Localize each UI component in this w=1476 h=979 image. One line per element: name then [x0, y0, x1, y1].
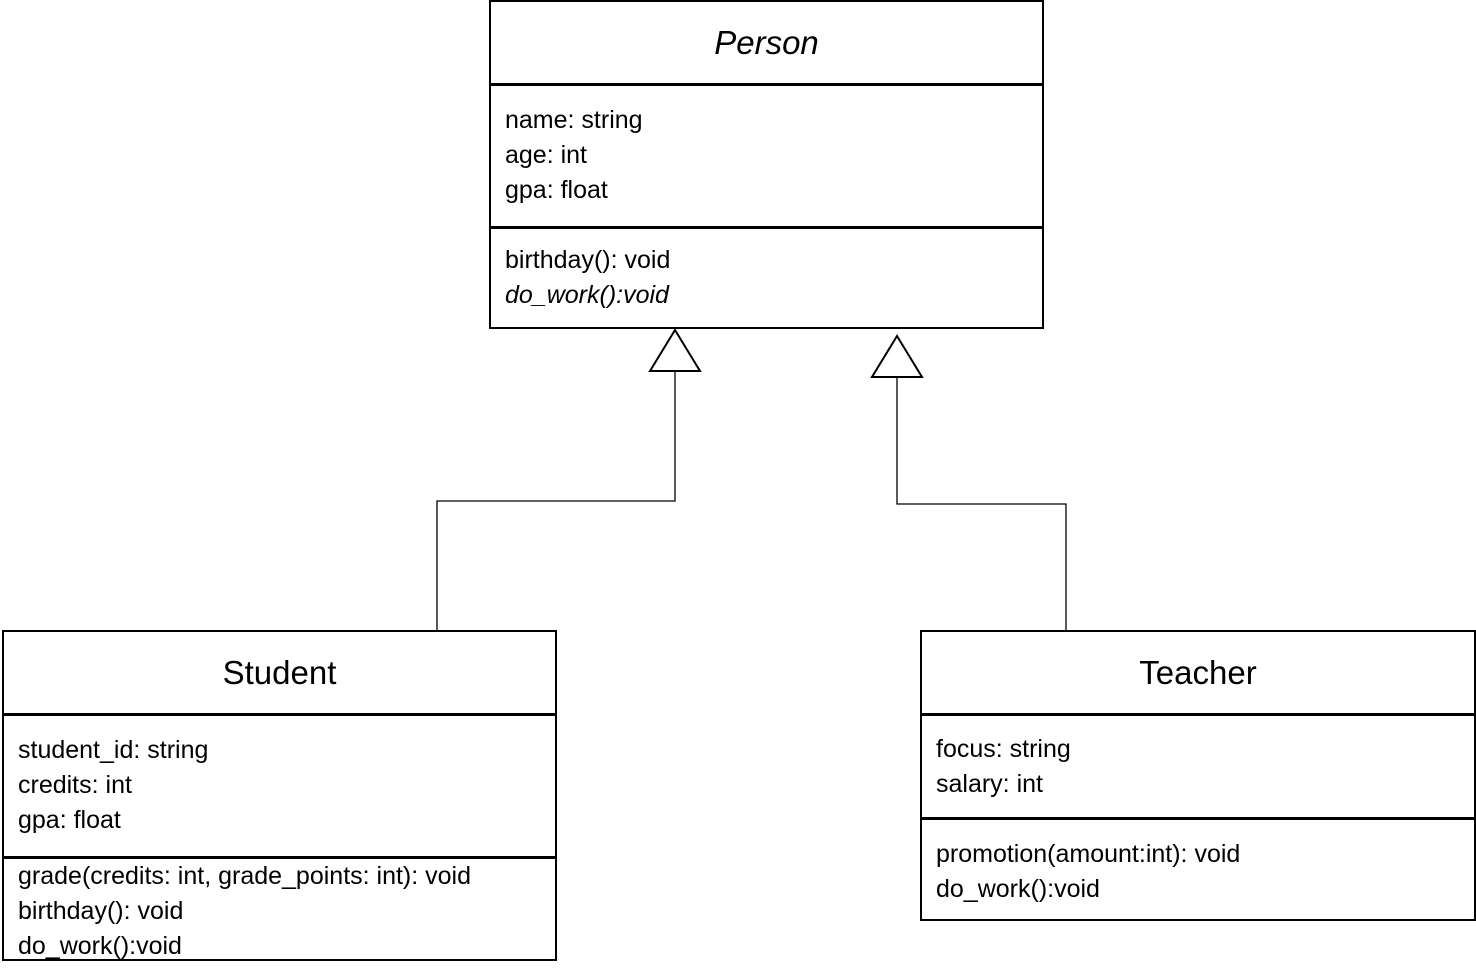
- method: grade(credits: int, grade_points: int): …: [18, 862, 472, 890]
- methods-section: grade(credits: int, grade_points: int): …: [4, 859, 555, 964]
- teacher-generalization-arrowhead: [870, 334, 924, 378]
- attributes-section: focus: string salary: int: [922, 716, 1474, 820]
- attribute: gpa: float: [505, 176, 608, 204]
- method: birthday(): void: [505, 246, 671, 274]
- attribute: student_id: string: [18, 736, 209, 764]
- method: do_work():void: [936, 875, 1100, 903]
- attribute: name: string: [505, 106, 643, 134]
- class-student[interactable]: Student student_id: string credits: int …: [2, 630, 557, 961]
- attributes-section: student_id: string credits: int gpa: flo…: [4, 716, 555, 859]
- attribute: credits: int: [18, 771, 132, 799]
- methods-section: birthday(): void do_work():void: [491, 229, 1042, 313]
- class-name: Person: [491, 2, 1042, 86]
- attribute: gpa: float: [18, 806, 121, 834]
- method: birthday(): void: [18, 897, 184, 925]
- attribute: salary: int: [936, 770, 1043, 798]
- method: do_work():void: [18, 932, 182, 960]
- student-generalization-arrowhead: [648, 328, 702, 372]
- student-generalization-line: [436, 371, 676, 630]
- abstract-method: do_work():void: [505, 281, 669, 309]
- attributes-section: name: string age: int gpa: float: [491, 86, 1042, 229]
- attribute: age: int: [505, 141, 588, 169]
- method: promotion(amount:int): void: [936, 840, 1241, 868]
- attribute: focus: string: [936, 735, 1071, 763]
- teacher-generalization-line: [896, 377, 1067, 630]
- class-name: Teacher: [922, 632, 1474, 716]
- class-teacher[interactable]: Teacher focus: string salary: int promot…: [920, 630, 1476, 921]
- class-name: Student: [4, 632, 555, 716]
- class-person[interactable]: Person name: string age: int gpa: float …: [489, 0, 1044, 329]
- methods-section: promotion(amount:int): void do_work():vo…: [922, 820, 1474, 907]
